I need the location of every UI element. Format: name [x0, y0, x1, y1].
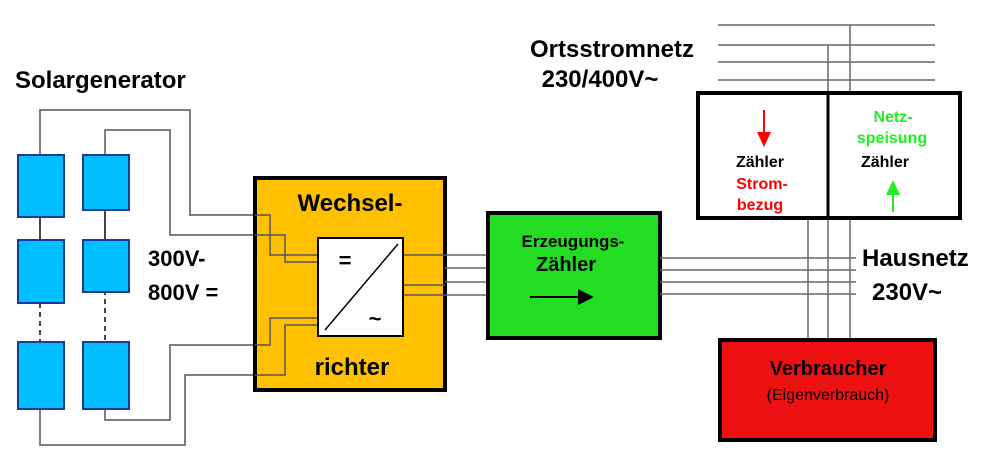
house-grid-voltage: 230V~ [872, 279, 942, 306]
inverter-dc-symbol: = [339, 248, 352, 273]
dc-voltage-label-2: 800V = [148, 280, 218, 305]
solar-panel-module [17, 239, 65, 304]
meter-left-sub-1: Strom- [736, 176, 788, 193]
house-grid-title: Hausnetz [862, 245, 969, 272]
dc-voltage-label-1: 300V- [148, 246, 206, 271]
solar-wiring [39, 109, 255, 446]
consumer-box [718, 338, 937, 442]
production-arrow-icon [530, 289, 594, 305]
meter-right-sub-2: speisung [857, 130, 927, 147]
panel-dashes [39, 290, 106, 342]
consumer-sublabel: (Eigenverbrauch) [767, 387, 890, 404]
grid-lines [718, 24, 935, 93]
meter-right-sub-1: Netz- [873, 109, 912, 126]
meter-left-sub-2: bezug [737, 197, 783, 214]
house-bus [807, 218, 851, 340]
solar-panel-module [17, 154, 65, 218]
inverter-internal-wiring [255, 214, 445, 376]
production-meter-label-1: Erzeugungs- [522, 232, 625, 251]
solar-panel-module [82, 154, 130, 211]
grid-title: Ortsstromnetz [530, 36, 694, 63]
solar-panels [17, 154, 130, 410]
arrow-down-icon [757, 110, 771, 147]
inverter-title-top: Wechsel- [298, 190, 403, 217]
inverter-title-bottom: richter [315, 354, 390, 381]
production-meter-box [486, 211, 662, 340]
arrow-up-icon [886, 180, 900, 212]
consumer-label: Verbraucher [770, 358, 887, 380]
meter-right-label: Zähler [861, 154, 909, 171]
meter-left-label: Zähler [736, 154, 784, 171]
inverter-ac-symbol: ~ [369, 306, 382, 331]
production-meter-label-2: Zähler [536, 254, 596, 276]
ac-wires-2 [660, 257, 856, 295]
solar-panel-module [17, 341, 65, 410]
converter-diagonal [324, 243, 399, 331]
solar-panel-module [82, 341, 130, 410]
solar-panel-module [82, 239, 130, 293]
ac-wires-1 [445, 254, 488, 296]
solar-generator-title: Solargenerator [15, 67, 186, 94]
grid-voltage: 230/400V~ [542, 66, 659, 93]
